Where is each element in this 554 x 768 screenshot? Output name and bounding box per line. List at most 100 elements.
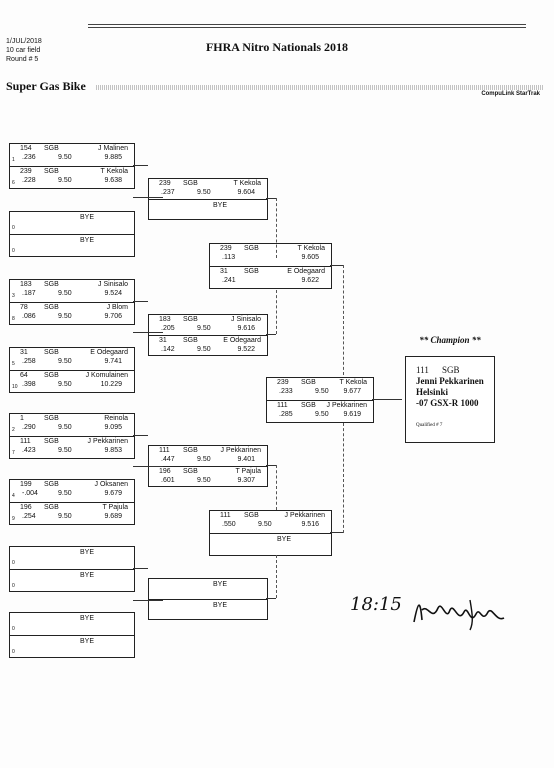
bye-label: BYE — [212, 602, 227, 609]
elapsed-time: 9.706 — [104, 313, 122, 320]
bye-label: BYE — [79, 214, 94, 221]
dial-in: 9.50 — [58, 490, 72, 497]
elapsed-time: 9.885 — [104, 154, 122, 161]
reaction-time: .601 — [161, 477, 175, 484]
racer-num: 239 — [277, 379, 289, 386]
top-rule-2 — [88, 27, 526, 28]
racer-cls: SGB — [44, 281, 59, 288]
racer-num: 154 — [20, 145, 32, 152]
racer-num: 111 — [20, 438, 31, 445]
dial-in: 9.50 — [58, 177, 72, 184]
racer-num: 111 — [277, 402, 288, 409]
round2-pair-4-upper-lane: BYE — [149, 579, 267, 599]
elapsed-time: 9.401 — [237, 456, 255, 463]
racer-num: 239 — [159, 180, 171, 187]
racer-cls: SGB — [44, 481, 59, 488]
racer-num: 111 — [159, 447, 170, 454]
racer-name: E Odegaard — [287, 268, 325, 275]
champion-name: Jenni Pekkarinen — [416, 376, 484, 386]
elapsed-time: 9.605 — [301, 254, 319, 261]
racer-name: J Blom — [106, 304, 128, 311]
racer-name: J Malinen — [98, 145, 128, 152]
round2-pair-4: BYE BYE — [148, 578, 268, 620]
racer-cls: SGB — [44, 372, 59, 379]
racer-num: 1 — [20, 415, 24, 422]
racer-name: E Odegaard — [90, 349, 128, 356]
bracket-connector — [133, 332, 163, 333]
elapsed-time: 9.638 — [104, 177, 122, 184]
dial-in: 9.50 — [58, 513, 72, 520]
dial-in: 9.50 — [197, 189, 211, 196]
round3-pair-2-lower-lane: BYE — [210, 533, 331, 556]
top-rule — [88, 24, 526, 25]
racer-cls: SGB — [183, 447, 198, 454]
seed-number: 10 — [12, 384, 18, 390]
race-date: 1/JUL/2018 — [6, 38, 42, 45]
field-size: 10 car field — [6, 47, 41, 54]
seed-number: 8 — [12, 316, 15, 322]
racer-cls: SGB — [301, 402, 316, 409]
reaction-time: .228 — [22, 177, 36, 184]
racer-cls: SGB — [183, 468, 198, 475]
racer-cls: SGB — [44, 145, 59, 152]
dial-in: 9.50 — [58, 381, 72, 388]
bracket-connector — [266, 334, 276, 335]
racer-name: J Pekkarinen — [326, 402, 367, 409]
seed-number: 0 — [12, 248, 15, 254]
racer-num: 31 — [20, 349, 28, 356]
seed-number: 9 — [12, 516, 15, 522]
racer-cls: SGB — [244, 245, 259, 252]
reaction-time: .113 — [222, 254, 236, 261]
reaction-time: .241 — [222, 277, 236, 284]
seed-number: 3 — [12, 293, 15, 299]
seed-number: 0 — [12, 649, 15, 655]
racer-name: J Komulainen — [85, 372, 128, 379]
racer-cls: SGB — [244, 268, 259, 275]
racer-name: T Kekola — [297, 245, 326, 252]
reaction-time: .398 — [22, 381, 36, 388]
dial-in: 9.50 — [258, 521, 272, 528]
elapsed-time: 9.619 — [343, 411, 361, 418]
bye-label: BYE — [212, 202, 227, 209]
dial-in: 9.50 — [58, 290, 72, 297]
seed-number: 7 — [12, 450, 15, 456]
racer-cls: SGB — [183, 337, 198, 344]
elapsed-time: 9.516 — [301, 521, 319, 528]
seed-number: 0 — [12, 626, 15, 632]
bracket-connector — [133, 301, 148, 302]
bracket-connector — [266, 198, 276, 199]
bracket-connector — [266, 598, 276, 599]
reaction-time: .285 — [279, 411, 293, 418]
reaction-time: .142 — [161, 346, 175, 353]
handwritten-signature — [413, 599, 505, 631]
seed-number: 2 — [12, 427, 15, 433]
seed-number: 0 — [12, 583, 15, 589]
racer-name: T Kekola — [100, 168, 129, 175]
bracket-dashed-connector — [343, 423, 344, 533]
reaction-time: .205 — [161, 325, 175, 332]
elapsed-time: 9.622 — [301, 277, 319, 284]
dial-in: 9.50 — [58, 313, 72, 320]
event-title: FHRA Nitro Nationals 2018 — [205, 40, 349, 54]
elapsed-time: 9.524 — [104, 290, 122, 297]
round-number: Round # 5 — [6, 56, 39, 63]
